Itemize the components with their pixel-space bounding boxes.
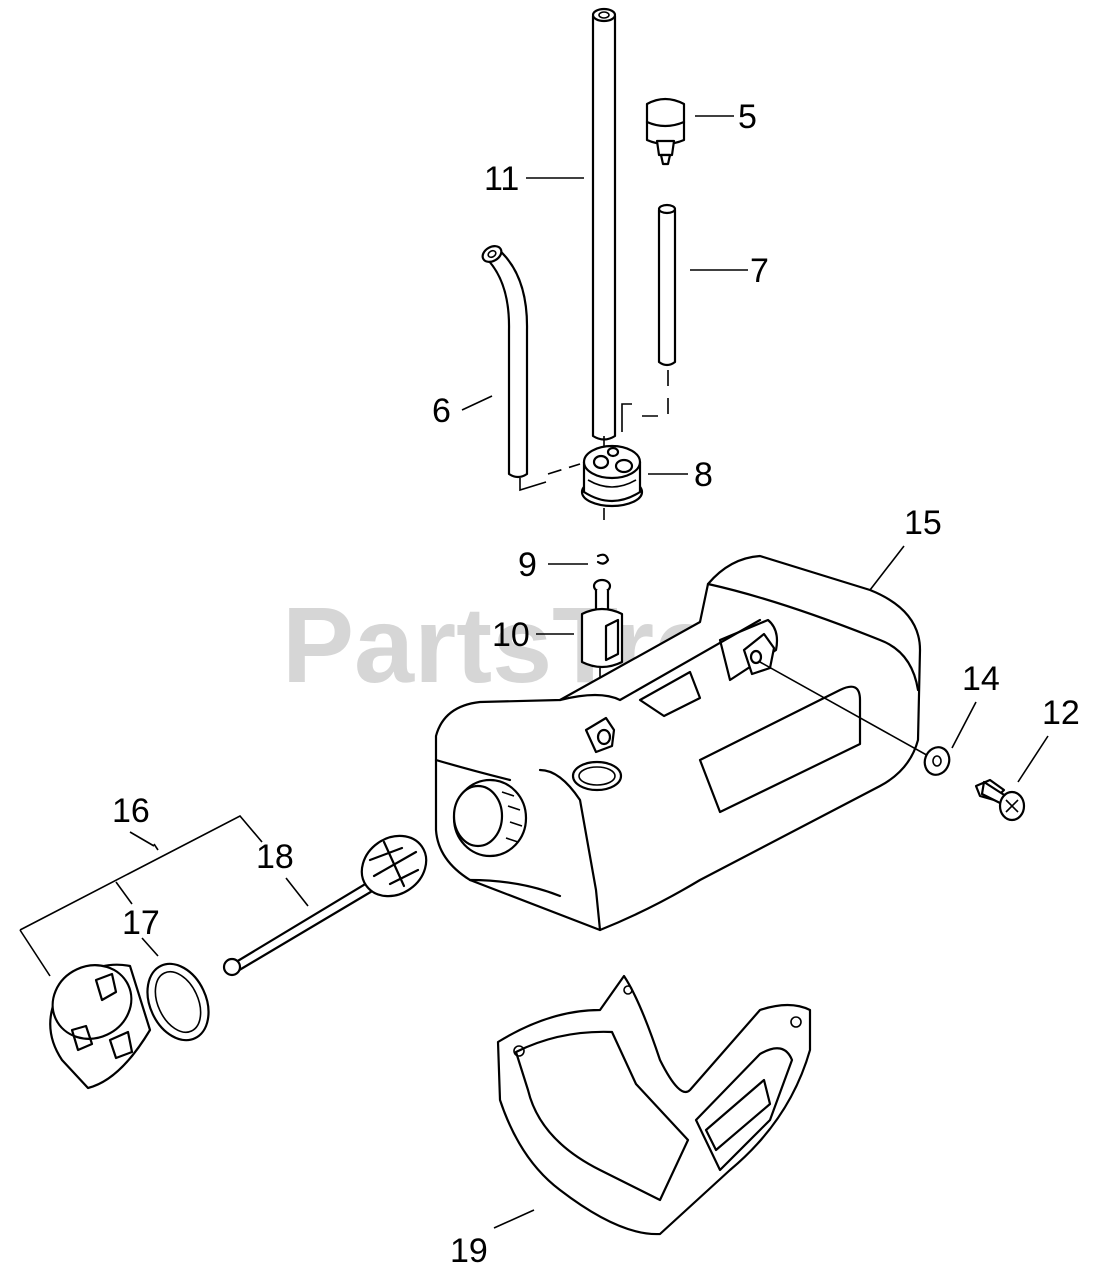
part-12-bolt [974, 778, 1026, 822]
callout-7: 7 [750, 252, 769, 290]
part-5-cap [645, 97, 686, 166]
callout-16: 16 [112, 792, 150, 830]
callout-5: 5 [738, 98, 757, 136]
part-17-gasket [146, 962, 210, 1042]
part-14-washer [923, 746, 951, 776]
callout-labels: 5 11 7 6 8 15 9 10 14 12 16 18 17 19 [112, 98, 1080, 1270]
part-15-fuel-tank [434, 554, 933, 932]
callout-12: 12 [1042, 694, 1080, 732]
callout-11: 11 [484, 160, 519, 198]
callout-6: 6 [432, 392, 451, 430]
callout-14: 14 [962, 660, 1000, 698]
part-6-curved-hose [481, 245, 581, 492]
callout-17: 17 [122, 904, 160, 942]
part-8-grommet [580, 444, 644, 520]
callout-8: 8 [694, 456, 713, 494]
part-11-fuel-tube [591, 7, 617, 455]
part-9-clip [596, 553, 610, 565]
part-19-tank-guard [496, 974, 812, 1236]
part-16-fuel-cap-assembly [19, 814, 263, 1090]
callout-19: 19 [450, 1232, 488, 1270]
callout-18: 18 [256, 838, 294, 876]
part-7-short-tube [621, 203, 677, 432]
leader-lines [129, 115, 1049, 1229]
callout-10: 10 [492, 616, 530, 654]
callout-15: 15 [904, 504, 942, 542]
callout-9: 9 [518, 546, 537, 584]
part-10-fuel-filter [580, 578, 624, 728]
part-18-fuel-strainer [222, 834, 428, 977]
